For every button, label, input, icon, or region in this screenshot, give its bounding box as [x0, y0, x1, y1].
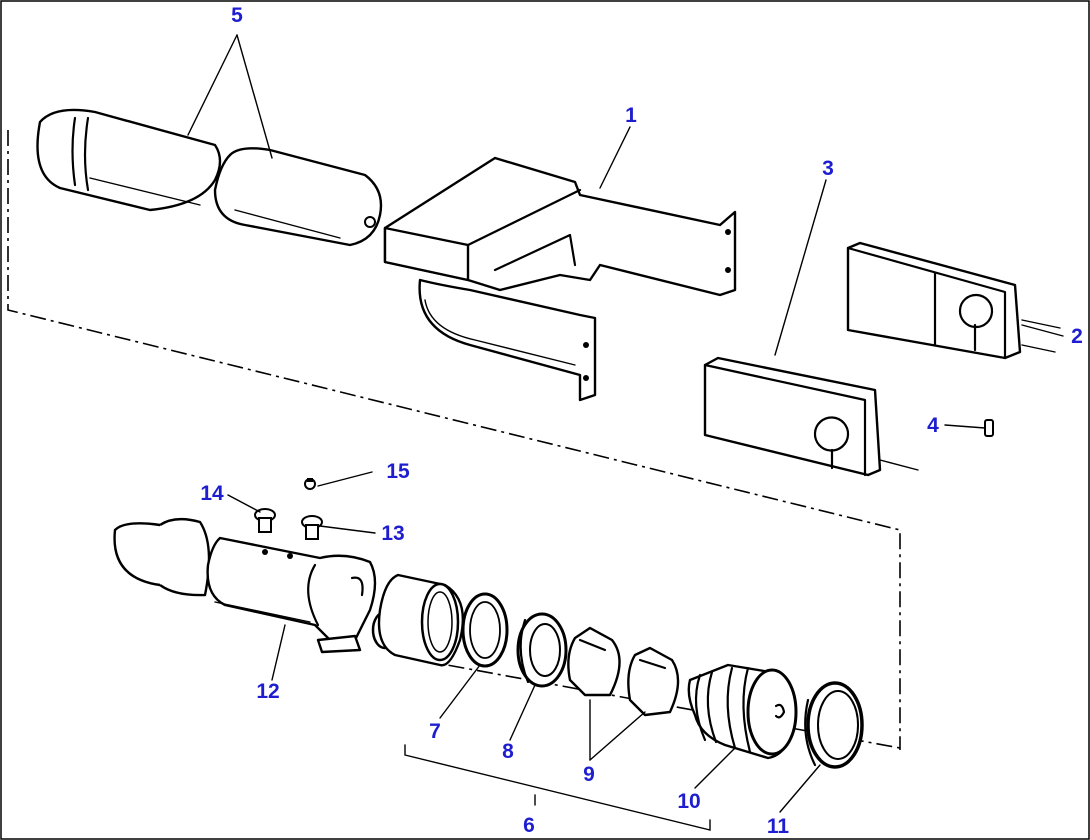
part-12-cylinder-body — [113, 517, 377, 654]
callout-8: 8 — [502, 740, 514, 763]
callout-11: 11 — [767, 815, 790, 838]
part-11-end-ring — [804, 681, 864, 769]
callout-12: 12 — [256, 680, 279, 703]
part-4-pin — [984, 419, 994, 437]
part-8-ring — [516, 612, 568, 688]
callout-1: 1 — [625, 104, 637, 127]
callouts: 5 1 3 2 4 15 14 13 12 7 8 9 10 6 11 — [200, 4, 1083, 838]
callout-6: 6 — [523, 814, 535, 837]
callout-2: 2 — [1071, 325, 1083, 348]
part-14-plug — [254, 508, 276, 533]
part-9-packing — [567, 626, 680, 717]
callout-4: 4 — [927, 414, 939, 437]
callout-5: 5 — [231, 4, 243, 27]
callout-9: 9 — [583, 763, 595, 786]
part-5-cylinder-sleeves — [36, 108, 383, 247]
callout-10: 10 — [677, 790, 700, 813]
part-7-ring — [461, 592, 509, 668]
part-13-plug — [301, 515, 323, 540]
part-2-clamp-plate — [846, 241, 1061, 360]
callout-13: 13 — [381, 522, 404, 545]
part-15-fitting — [304, 478, 316, 490]
callout-14: 14 — [200, 482, 224, 505]
part-guide-bushing — [377, 573, 464, 667]
part-1-bracket — [383, 156, 737, 402]
callout-3: 3 — [822, 157, 834, 180]
callout-15: 15 — [386, 460, 410, 483]
leader-lines — [187, 34, 1064, 831]
callout-7: 7 — [429, 720, 441, 743]
part-10-piston — [687, 663, 798, 760]
part-3-clamp-plate — [703, 356, 919, 477]
